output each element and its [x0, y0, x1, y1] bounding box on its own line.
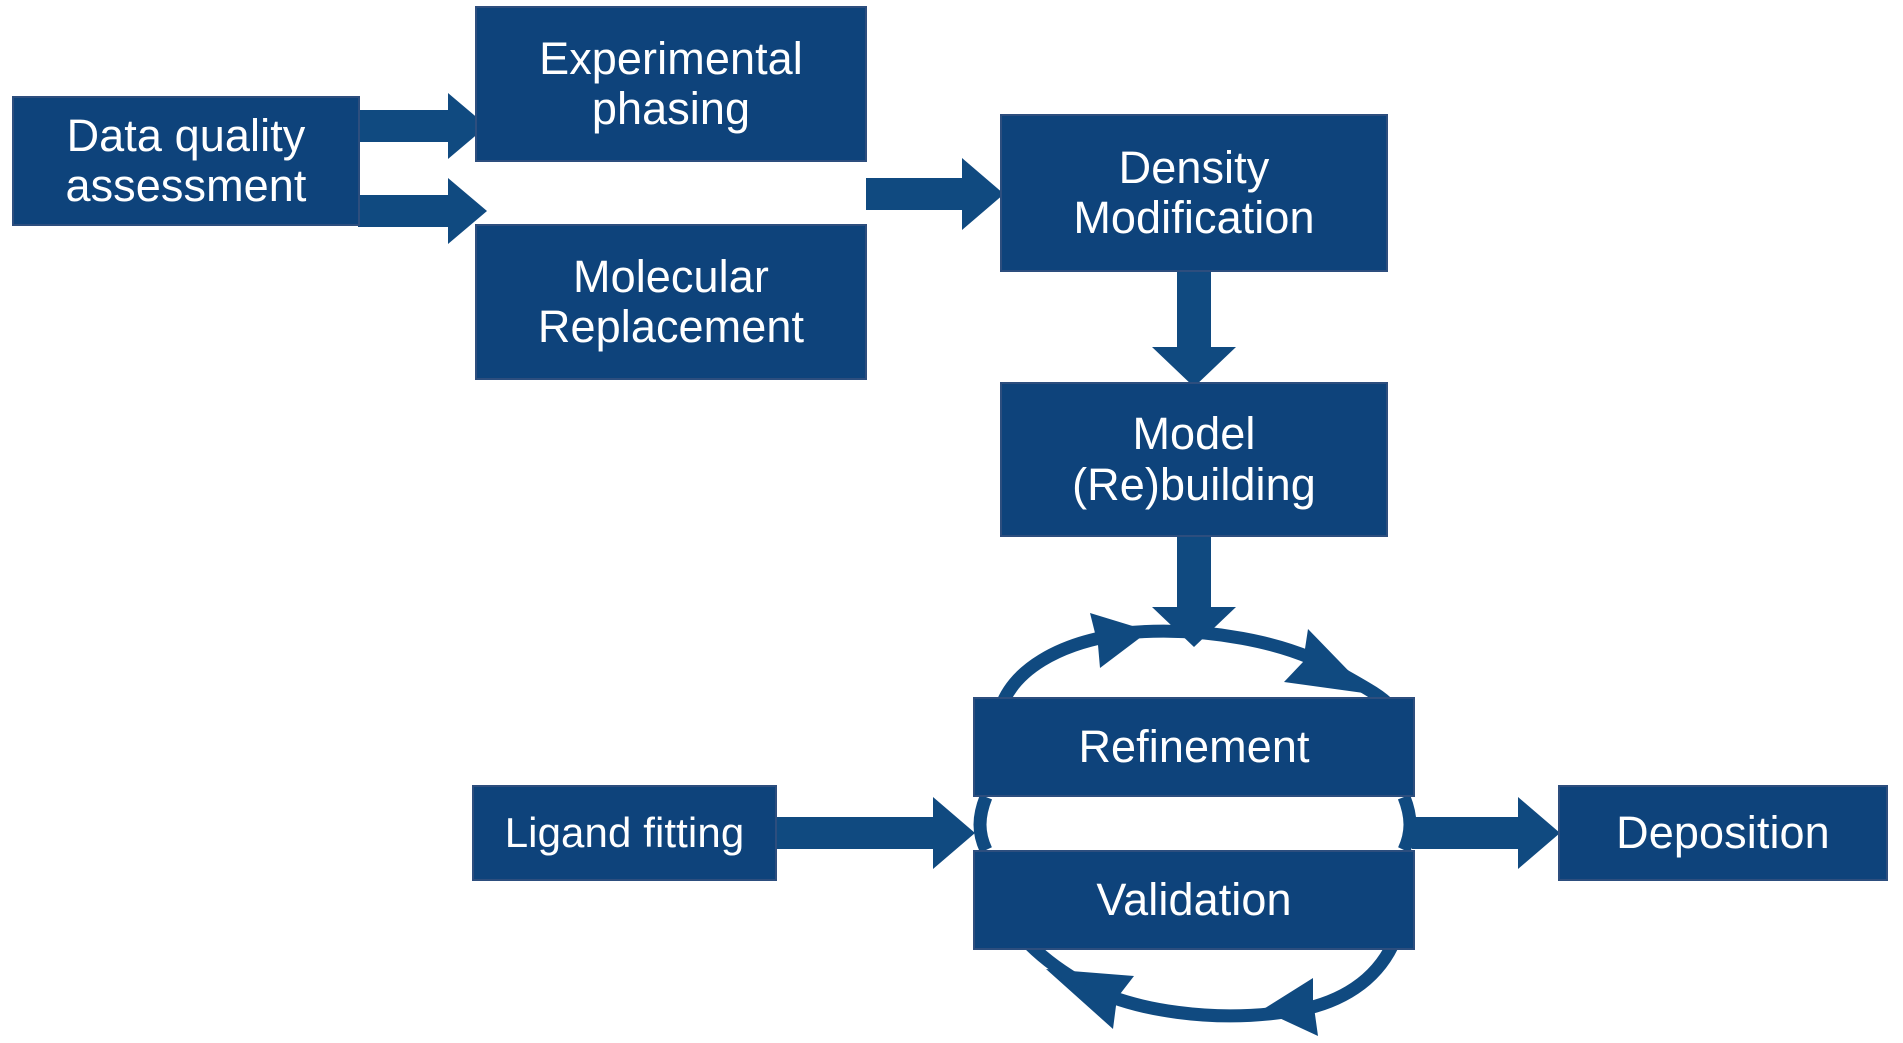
- node-molecular-replacement[interactable]: Molecular Replacement: [475, 224, 867, 380]
- arrow-cycle-to-deposition: [1412, 797, 1560, 869]
- arrow-phasing-to-density: [866, 158, 1004, 230]
- node-label: Data quality assessment: [65, 109, 307, 211]
- node-label: Deposition: [1616, 806, 1830, 858]
- arrow-ligand-to-cycle: [777, 797, 975, 869]
- arrow-model-to-refinement: [1152, 537, 1236, 647]
- node-label: Model (Re)building: [1072, 408, 1316, 510]
- node-validation[interactable]: Validation: [973, 850, 1415, 950]
- node-data-quality-assessment[interactable]: Data quality assessment: [12, 96, 360, 226]
- arrow-data-quality-to-experimental: [358, 93, 487, 159]
- node-label: Molecular Replacement: [537, 250, 805, 352]
- node-refinement[interactable]: Refinement: [973, 697, 1415, 797]
- node-label: Validation: [1096, 873, 1292, 925]
- node-experimental-phasing[interactable]: Experimental phasing: [475, 6, 867, 162]
- cycle-sides: [973, 794, 1417, 853]
- node-model-rebuilding[interactable]: Model (Re)building: [1000, 382, 1388, 537]
- node-label: Ligand fitting: [504, 809, 745, 857]
- node-ligand-fitting[interactable]: Ligand fitting: [472, 785, 777, 881]
- arrow-density-to-model: [1152, 272, 1236, 387]
- node-deposition[interactable]: Deposition: [1558, 785, 1888, 881]
- cycle-arc-top: [994, 613, 1395, 711]
- node-density-modification[interactable]: Density Modification: [1000, 114, 1388, 272]
- arrow-data-quality-to-molecular: [358, 178, 487, 244]
- node-label: Refinement: [1078, 720, 1310, 772]
- node-label: Density Modification: [1073, 141, 1315, 243]
- node-label: Experimental phasing: [539, 32, 803, 134]
